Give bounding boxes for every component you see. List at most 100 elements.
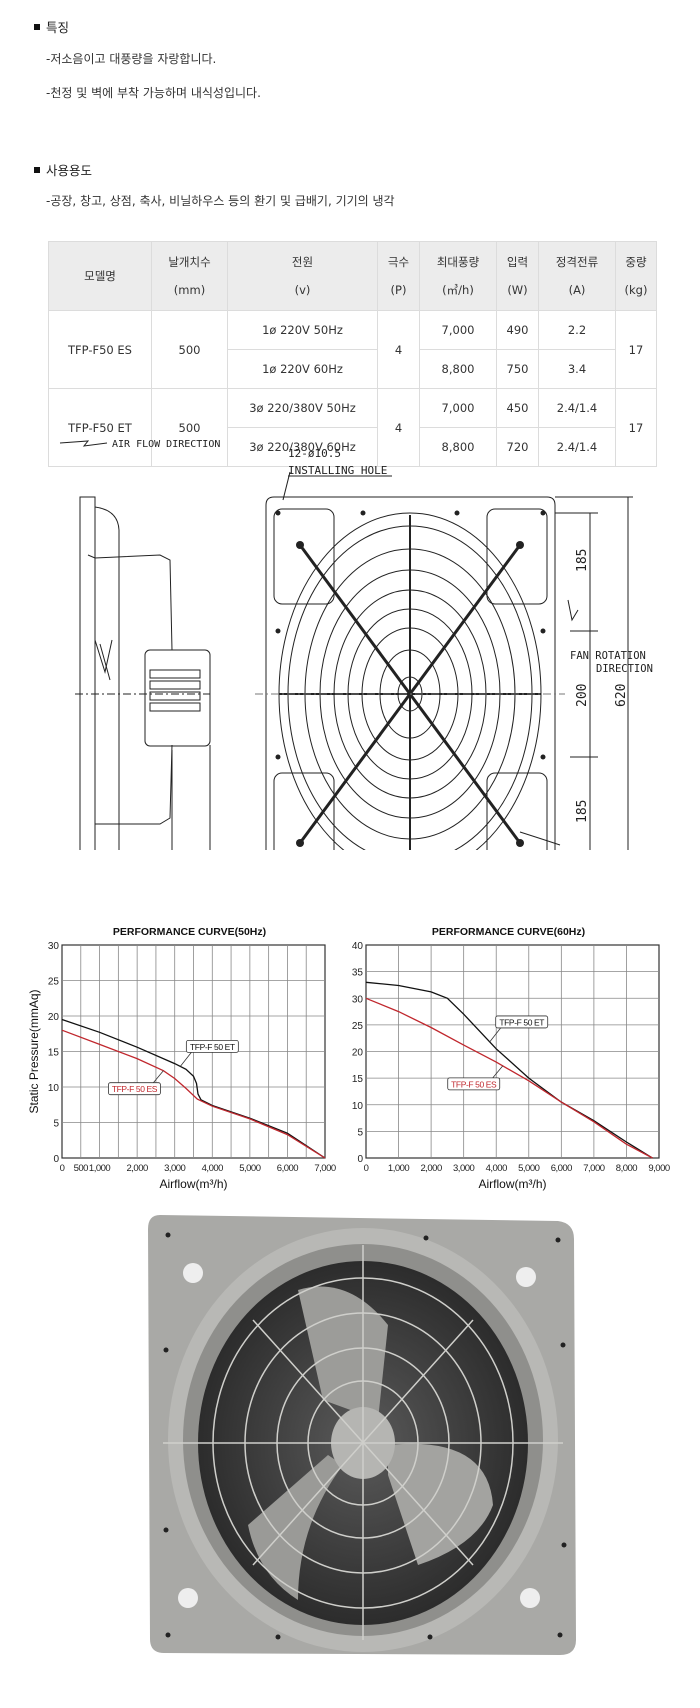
cell-poles: 4: [377, 310, 420, 389]
cell-power: 3ø 220/380V 60Hz: [227, 427, 378, 467]
header-poles: 극수(P): [377, 241, 420, 311]
cell-current: 2.2: [538, 310, 616, 350]
x-tick-label: 7,000: [583, 1163, 604, 1174]
x-tick-label: 3,000: [453, 1163, 474, 1174]
y-tick-label: 0: [53, 1154, 59, 1165]
cell-power: 1ø 220V 60Hz: [227, 349, 378, 389]
cell-model: TFP-F50 ES: [48, 310, 152, 389]
cell-input: 750: [496, 349, 539, 389]
x-tick-label: 3,000: [164, 1163, 185, 1174]
annotation-leader: [153, 1070, 164, 1083]
x-tick-label: 2,000: [420, 1163, 441, 1174]
dim-v185: 185: [575, 549, 590, 572]
product-photo: [148, 1215, 576, 1655]
features-heading: 특징: [34, 17, 69, 36]
cell-model: TFP-F50 ET: [48, 388, 152, 467]
x-tick-label: 4,000: [486, 1163, 507, 1174]
x-tick-label: 8,000: [616, 1163, 637, 1174]
cell-current: 2.4/1.4: [538, 427, 616, 467]
header-weight: 중량(kg): [615, 241, 657, 311]
dim-v200: 200: [575, 684, 590, 707]
table-row: TFP-F50 ES 500 1ø 220V 50Hz 4 7,000 490 …: [48, 310, 657, 389]
y-tick-label: 10: [352, 1101, 364, 1112]
cell-airflow: 8,800: [419, 427, 497, 467]
annotation-box: [447, 1077, 501, 1091]
features-heading-text: 특징: [46, 20, 70, 35]
fan-rotation-arrow-icon: [567, 599, 579, 622]
air-flow-arrow-icon: [59, 440, 108, 447]
side-view: [75, 496, 211, 850]
series-line-tfp-f-50-et: [365, 981, 653, 1159]
x-tick-label: 0: [60, 1163, 65, 1174]
usage-item: -공장, 창고, 상점, 축사, 비닐하우스 등의 환기 및 급배기, 기기의 …: [46, 194, 395, 208]
y-tick-label: 20: [352, 1048, 364, 1059]
fan-guard: [163, 1245, 563, 1640]
fan-blade: [298, 1286, 388, 1420]
fan-rotation-label: FAN ROTATION: [570, 650, 646, 662]
x-tick-label: 1,000: [388, 1163, 409, 1174]
annotation-box: [108, 1082, 161, 1096]
header-model: 모델명: [48, 241, 152, 311]
y-tick-label: 15: [352, 1074, 364, 1085]
x-tick-label: 2,000: [127, 1163, 148, 1174]
fan-rotation-label: DIRECTION: [596, 663, 653, 675]
feature-item: -저소음이고 대풍량을 자랑합니다.: [46, 52, 217, 66]
series-line-tfp-f-50-es: [365, 997, 653, 1159]
y-tick-label: 5: [53, 1119, 59, 1130]
cell-weight: 17: [615, 310, 657, 389]
installing-hole-leader: [282, 471, 291, 501]
bullet-square-icon: [34, 24, 40, 30]
cell-airflow: 8,800: [419, 349, 497, 389]
header-airflow: 최대풍량(㎥/h): [419, 241, 497, 311]
header-blade: 날개치수(mm): [151, 241, 228, 311]
installing-hole-label: INSTALLING HOLE: [288, 464, 387, 477]
header-power: 전원(v): [227, 241, 378, 311]
x-tick-label: 500: [74, 1163, 89, 1174]
y-tick-label: 5: [357, 1127, 363, 1138]
cell-weight: 17: [615, 388, 657, 467]
header-current: 정격전류(A): [538, 241, 616, 311]
x-tick-label: 6,000: [277, 1163, 298, 1174]
table-row: 3ø 220/380V 60Hz 8,800 720 2.4/1.4: [49, 427, 657, 467]
table-row: 1ø 220V 60Hz 8,800 750 3.4: [49, 349, 657, 389]
y-tick-label: 0: [357, 1154, 363, 1165]
annotation-leader: [180, 1052, 192, 1067]
cell-input: 490: [496, 310, 539, 350]
chart-title: PERFORMANCE CURVE(60Hz): [432, 926, 585, 938]
dim-v620: 620: [614, 684, 629, 707]
air-flow-label: AIR FLOW DIRECTION: [112, 439, 220, 450]
y-tick-label: 35: [352, 968, 364, 979]
y-tick-label: 40: [352, 941, 364, 952]
x-tick-label: 7,000: [314, 1163, 335, 1174]
annotation-box: [495, 1015, 549, 1029]
y-tick-label: 25: [352, 1021, 364, 1032]
series-line-tfp-f-50-et: [61, 1018, 326, 1159]
usage-heading: 사용용도: [34, 160, 92, 179]
front-view: [255, 471, 633, 850]
y-tick-label: 25: [48, 977, 60, 988]
cell-power: 1ø 220V 50Hz: [227, 310, 378, 350]
y-tick-label: 30: [352, 994, 364, 1005]
x-tick-label: 1,000: [89, 1163, 110, 1174]
chart-title: PERFORMANCE CURVE(50Hz): [113, 926, 266, 938]
mounting-holes: [275, 510, 546, 847]
bullet-square-icon: [34, 167, 40, 173]
x-tick-label: 0: [364, 1163, 369, 1174]
annotation-leader: [489, 1027, 502, 1043]
y-tick-label: 15: [48, 1048, 60, 1059]
series-line-tfp-f-50-es: [61, 1029, 326, 1159]
y-tick-label: 10: [48, 1083, 60, 1094]
x-axis-label: Airflow(m³/h): [479, 1177, 547, 1191]
x-tick-label: 5,000: [239, 1163, 260, 1174]
cell-input: 450: [496, 388, 539, 428]
cell-airflow: 7,000: [419, 310, 497, 350]
y-tick-label: 20: [48, 1012, 60, 1023]
y-axis-label: Static Pressure(mmAq): [27, 989, 41, 1113]
usage-heading-text: 사용용도: [46, 163, 93, 178]
x-tick-label: 6,000: [551, 1163, 572, 1174]
annotation-label: TFP-F 50 ET: [190, 1042, 235, 1052]
hole-spec: 12-ø10.5: [288, 447, 341, 460]
annotation-label: TFP-F 50 ES: [451, 1079, 497, 1089]
x-axis-label: Airflow(m³/h): [160, 1177, 228, 1191]
